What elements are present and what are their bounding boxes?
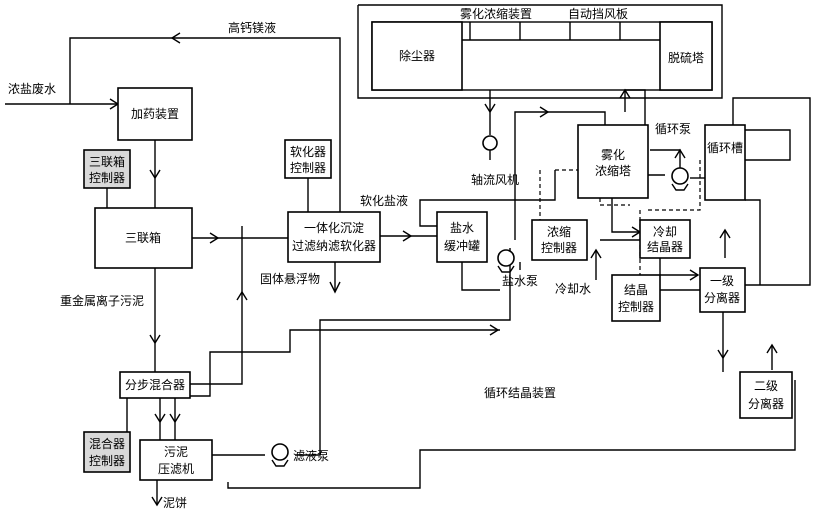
- circ-cryst-device-label: 循环结晶装置: [484, 386, 556, 400]
- svg-text:分步混合器: 分步混合器: [125, 377, 185, 392]
- svg-text:污泥: 污泥: [164, 445, 188, 459]
- svg-text:三联箱: 三联箱: [125, 230, 161, 245]
- labels: 浓盐废水 高钙镁液 雾化浓缩装置 自动挡风板 轴流风机 循环泵 软化盐液 盐水泵…: [8, 6, 691, 510]
- high-ca-mg-label: 高钙镁液: [228, 20, 276, 35]
- svg-text:循环槽: 循环槽: [707, 141, 743, 155]
- svg-text:加药装置: 加药装置: [131, 107, 179, 121]
- mixer-controller-box: 混合器 控制器: [83, 431, 131, 473]
- desulfur-tower-box: 脱硫塔: [659, 21, 713, 91]
- step-mixer-box: 分步混合器: [119, 371, 191, 399]
- cooling-crystallizer-box: 冷却 结晶器: [639, 219, 691, 259]
- svg-text:控制器: 控制器: [89, 171, 125, 185]
- filtrate-pump-label: 滤液泵: [293, 448, 329, 463]
- svg-text:分离器: 分离器: [748, 396, 784, 411]
- svg-text:控制器: 控制器: [618, 300, 654, 314]
- mud-cake-label: 泥饼: [163, 496, 187, 510]
- svg-text:二级: 二级: [754, 379, 778, 393]
- atomize-device-label: 雾化浓缩装置: [460, 6, 532, 21]
- separator-1-box: 一级 分离器: [699, 267, 746, 313]
- softened-brine-label: 软化盐液: [360, 193, 408, 208]
- circ-pump-label: 循环泵: [655, 122, 691, 136]
- svg-text:盐水: 盐水: [450, 221, 474, 235]
- softener-controller-box: 软化器 控制器: [284, 139, 332, 179]
- svg-text:除尘器: 除尘器: [399, 48, 435, 63]
- svg-text:浓缩塔: 浓缩塔: [595, 163, 631, 178]
- svg-text:混合器: 混合器: [89, 436, 125, 451]
- dust-remover-box: 除尘器: [371, 21, 463, 91]
- boxes: 加药装置 三联箱 控制器 三联箱 软化器 控制器 一体化沉淀 过滤纳滤软化器 盐…: [83, 21, 793, 481]
- svg-text:三联箱: 三联箱: [89, 154, 125, 169]
- cooling-water-label: 冷却水: [555, 282, 591, 296]
- crystal-controller-box: 结晶 控制器: [611, 274, 661, 322]
- auto-damper-label: 自动挡风板: [568, 7, 628, 21]
- circ-tank-box: 循环槽: [704, 124, 746, 201]
- dosing-box: 加药装置: [117, 87, 193, 141]
- svg-text:一体化沉淀: 一体化沉淀: [304, 221, 364, 235]
- concentrated-wastewater-label: 浓盐废水: [8, 81, 56, 96]
- triple-box: 三联箱: [94, 207, 193, 269]
- svg-text:一级: 一级: [710, 274, 734, 288]
- svg-text:浓缩: 浓缩: [547, 224, 571, 239]
- suspended-solids-label: 固体悬浮物: [260, 272, 320, 286]
- separator-2-box: 二级 分离器: [739, 371, 793, 419]
- svg-text:软化器: 软化器: [290, 145, 326, 159]
- svg-text:控制器: 控制器: [541, 241, 577, 255]
- svg-text:过滤纳滤软化器: 过滤纳滤软化器: [292, 239, 376, 253]
- integrated-softener-box: 一体化沉淀 过滤纳滤软化器: [287, 211, 381, 263]
- circ-pump-icon: [671, 167, 689, 191]
- sludge-press-box: 污泥 压滤机: [139, 439, 213, 481]
- svg-text:控制器: 控制器: [89, 454, 125, 468]
- atomize-tower-box: 雾化 浓缩塔: [577, 124, 649, 199]
- concentrate-controller-box: 浓缩 控制器: [531, 219, 588, 261]
- svg-text:结晶器: 结晶器: [647, 240, 683, 254]
- flow-lines: [5, 4, 811, 507]
- svg-text:脱硫塔: 脱硫塔: [668, 50, 704, 65]
- brine-buffer-tank-box: 盐水 缓冲罐: [436, 211, 488, 263]
- brine-pump-label: 盐水泵: [502, 274, 538, 288]
- svg-text:缓冲罐: 缓冲罐: [444, 238, 480, 253]
- svg-text:冷却: 冷却: [653, 225, 677, 239]
- heavy-metal-sludge-label: 重金属离子污泥: [60, 293, 144, 308]
- svg-text:控制器: 控制器: [290, 161, 326, 175]
- filtrate-pump-icon: [271, 443, 289, 467]
- svg-text:雾化: 雾化: [601, 148, 625, 162]
- brine-pump-icon: [497, 249, 515, 273]
- svg-text:分离器: 分离器: [704, 290, 740, 305]
- svg-text:结晶: 结晶: [624, 283, 648, 297]
- pumps: [271, 167, 689, 467]
- svg-text:压滤机: 压滤机: [158, 462, 194, 476]
- triple-controller-box: 三联箱 控制器: [83, 149, 131, 189]
- axial-fan-label: 轴流风机: [471, 172, 519, 187]
